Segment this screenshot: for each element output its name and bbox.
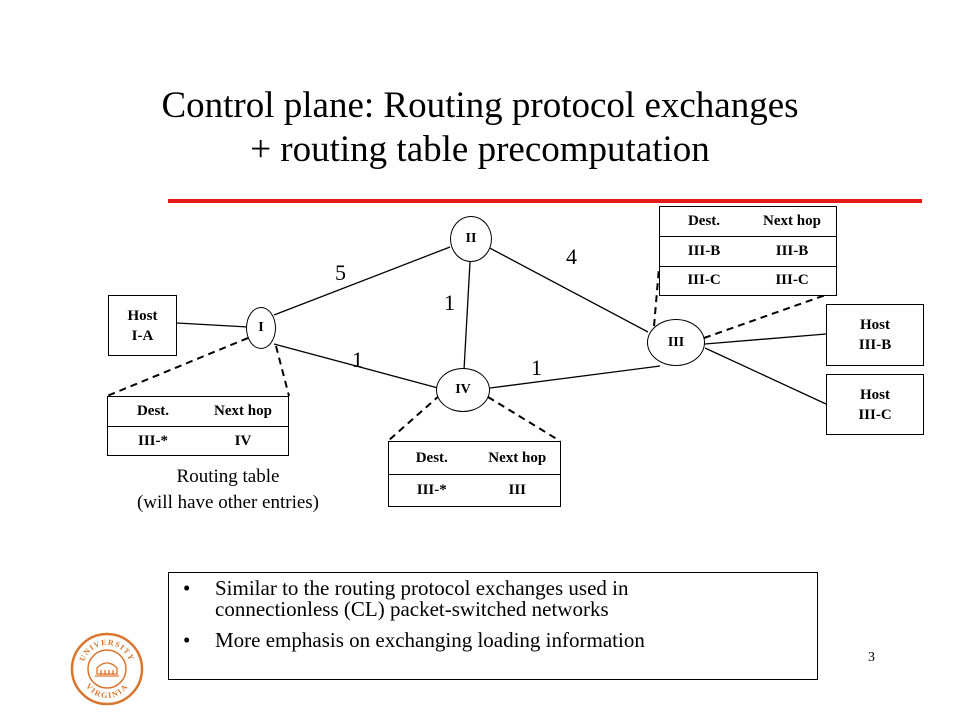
bullet-line: Similar to the routing protocol exchange… xyxy=(215,576,629,600)
title-divider-rule xyxy=(168,199,922,203)
callout-i-left xyxy=(106,337,249,397)
host-ia-box: Host I-A xyxy=(108,295,177,356)
host-ia-label: Host xyxy=(127,307,158,324)
link-iii-to-host-iiic xyxy=(704,347,827,405)
routing-table-node-i: Dest. Next hop III-* IV xyxy=(107,396,289,456)
host-iiib-box: Host III-B xyxy=(826,304,924,366)
callout-iv-left xyxy=(387,394,441,442)
routing-table-caption: Routing table (will have other entries) xyxy=(88,464,368,516)
table-header-dest: Dest. xyxy=(136,403,170,419)
bullet-dot-icon: • xyxy=(183,576,191,600)
bullet-line: connectionless (CL) packet-switched netw… xyxy=(215,597,609,621)
table-cell-next-hop: IV xyxy=(198,426,288,455)
slide-title-line-2: + routing table precomputation xyxy=(250,129,710,170)
table-cell-dest: III-B xyxy=(660,236,748,265)
link-i-to-ii xyxy=(273,246,451,316)
link-iv-to-iii xyxy=(489,365,661,389)
slide-title-line-1: Control plane: Routing protocol exchange… xyxy=(161,85,799,126)
table-cell-next-hop: III-C xyxy=(748,265,836,295)
host-iiic-box: Host III-C xyxy=(826,374,924,435)
link-ii-to-iv xyxy=(463,261,471,371)
table-cell-next-hop: III-B xyxy=(748,236,836,265)
table-header-next-hop: Next hop xyxy=(488,449,547,466)
link-iii-to-host-iiib xyxy=(704,333,827,345)
table-header-dest: Dest. xyxy=(687,213,721,230)
bullet-list: • Similar to the routing protocol exchan… xyxy=(169,578,817,651)
host-ia-id: I-A xyxy=(131,327,154,344)
bullet-item: • Similar to the routing protocol exchan… xyxy=(183,576,817,621)
node-ii: II xyxy=(450,216,492,262)
callout-iv-right xyxy=(487,396,561,442)
table-cell-dest: III-* xyxy=(389,474,475,506)
host-iiic-id: III-C xyxy=(858,406,892,423)
caption-line-1: Routing table xyxy=(176,466,280,487)
link-i-to-iv xyxy=(273,343,439,389)
node-iv: IV xyxy=(436,368,490,412)
weight-ii-iii: 4 xyxy=(566,244,577,269)
host-iiic-label: Host xyxy=(860,386,890,403)
page-number: 3 xyxy=(868,650,875,665)
weight-i-ii: 5 xyxy=(335,260,346,285)
table-cell-dest: III-* xyxy=(108,426,198,455)
caption-line-2: (will have other entries) xyxy=(136,492,319,513)
routing-table-node-iii: Dest. Next hop III-B III-B III-C III-C xyxy=(659,206,837,296)
host-iiib-id: III-B xyxy=(858,337,892,353)
link-host-ia-to-i xyxy=(176,322,249,328)
callout-iii-right xyxy=(703,291,835,339)
table-header-dest: Dest. xyxy=(415,449,448,466)
table-header-next-hop: Next hop xyxy=(763,213,821,230)
table-cell-dest: III-C xyxy=(660,265,748,295)
table-cell-next-hop: III xyxy=(474,474,560,506)
callout-i-right xyxy=(275,345,290,397)
host-iiib-label: Host xyxy=(860,317,890,333)
table-header-next-hop: Next hop xyxy=(214,403,272,419)
weight-ii-iv: 1 xyxy=(444,290,455,315)
bullet-dot-icon: • xyxy=(183,628,191,652)
bullet-item: • More emphasis on exchanging loading in… xyxy=(183,628,817,652)
routing-table-node-iv: Dest. Next hop III-* III xyxy=(388,441,561,507)
bullet-line: More emphasis on exchanging loading info… xyxy=(215,628,645,652)
weight-iv-iii: 1 xyxy=(531,355,542,380)
link-ii-to-iii xyxy=(483,244,649,333)
weight-i-iv: 1 xyxy=(352,347,363,372)
node-iii: III xyxy=(647,319,705,366)
node-i: I xyxy=(246,307,276,349)
university-seal-icon: UNIVERSITY VIRGINIA xyxy=(70,632,144,706)
bullet-list-box: • Similar to the routing protocol exchan… xyxy=(168,572,818,680)
